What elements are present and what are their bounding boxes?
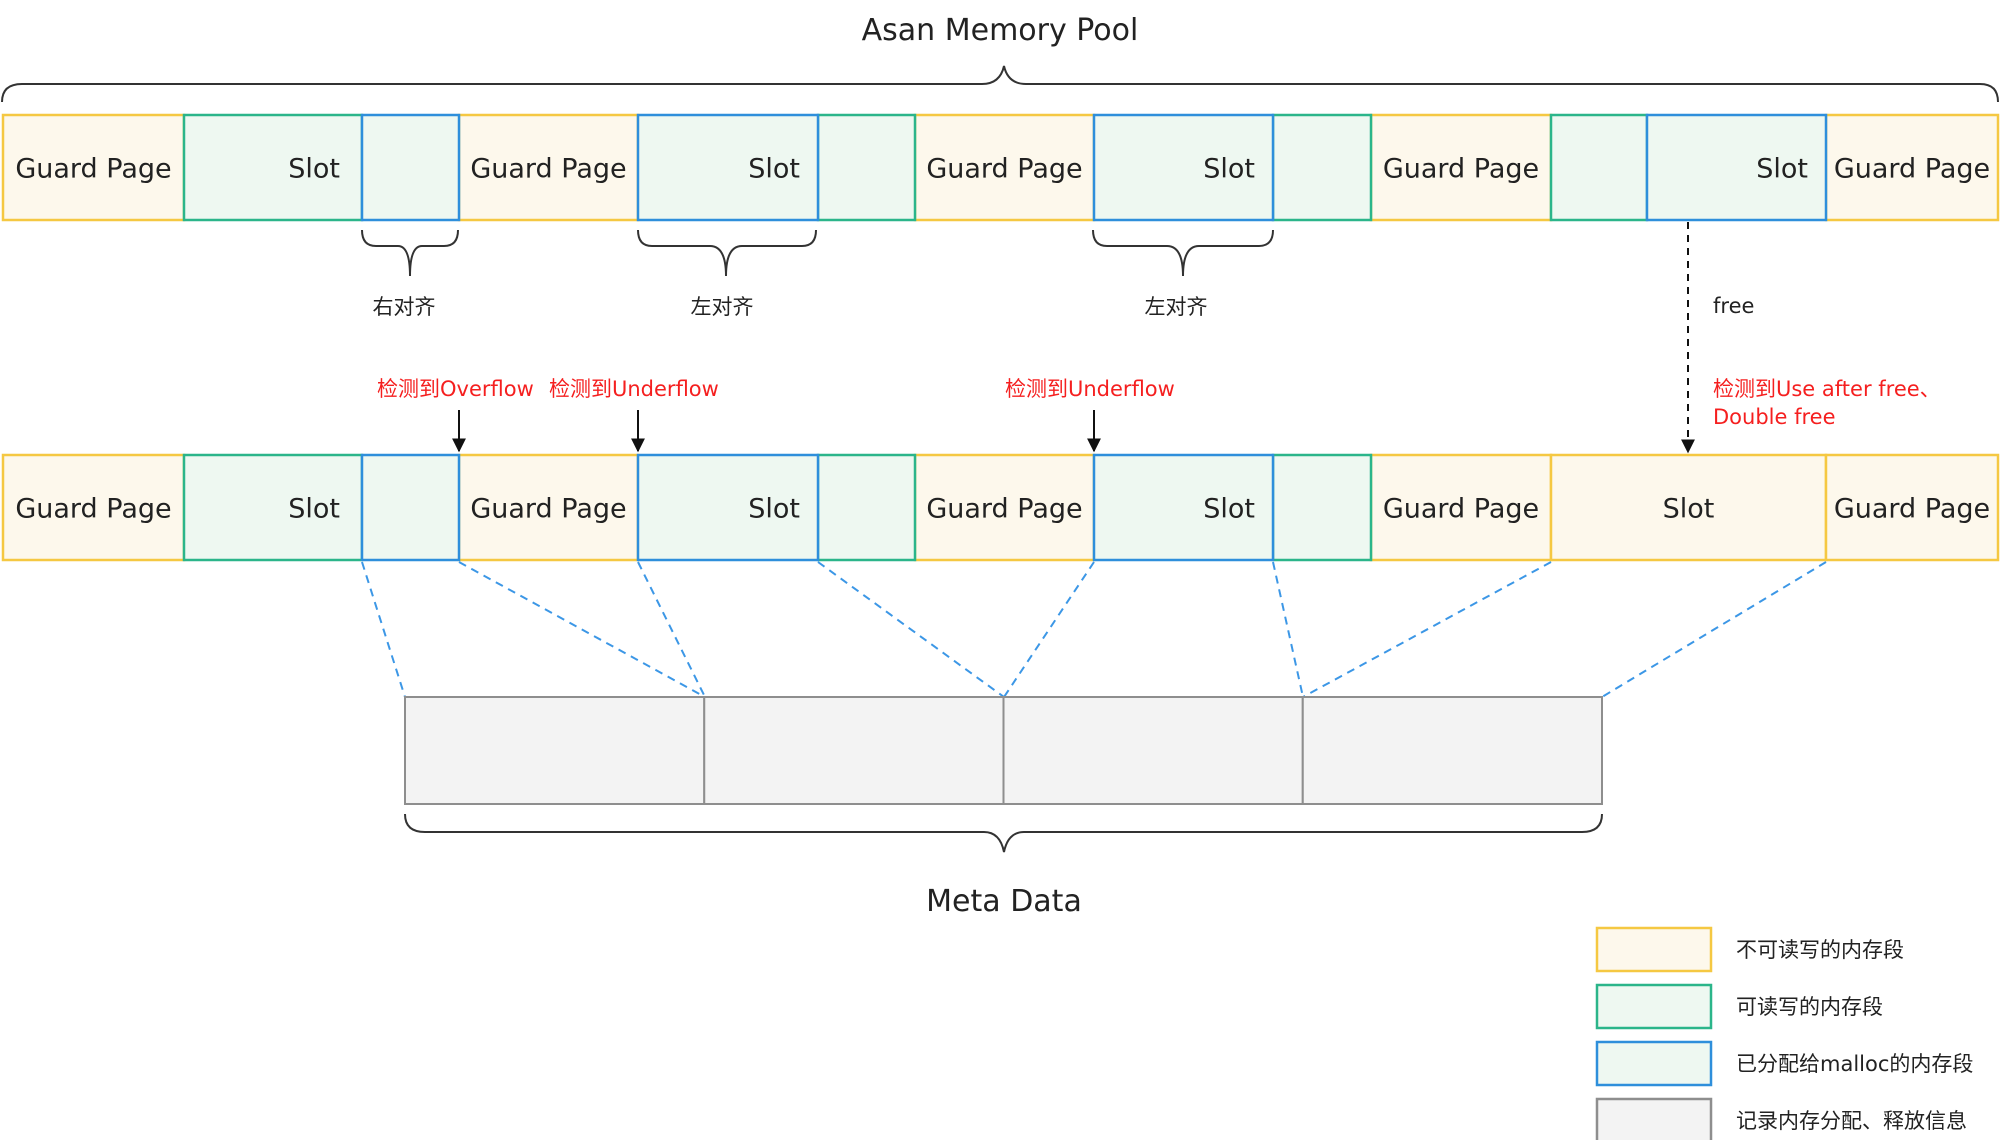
use-after-free-annotation: 检测到Use after free、 [1713, 377, 1941, 401]
top-row-segment-rw [816, 113, 917, 222]
overflow-annotation: 检测到Overflow [377, 377, 534, 401]
bottom-row-segment-guard [1, 453, 186, 562]
meta-data-cell [404, 696, 706, 805]
top-row-segment-rw [1271, 113, 1373, 222]
top-row-segment-label: Guard Page [1834, 154, 1990, 185]
bottom-row-segment-guard [1824, 453, 2000, 562]
top-row-segment-label: Slot [288, 154, 340, 185]
bottom-row-segment-guard [913, 453, 1096, 562]
top-row-segment-malloc [360, 113, 461, 222]
top-row-segment-label: Slot [748, 154, 800, 185]
align-label-left-1: 左对齐 [691, 295, 754, 319]
legend-swatch-guard [1595, 926, 1713, 973]
legend-swatch-rw [1595, 983, 1713, 1030]
underflow-annotation-2: 检测到Underflow [1005, 377, 1175, 401]
top-row-segment-label: Guard Page [15, 154, 171, 185]
top-row-segment-guard [457, 113, 640, 222]
left-align-brace-1 [637, 229, 817, 277]
legend-label: 不可读写的内存段 [1736, 938, 1904, 962]
left-align-brace-2 [1092, 229, 1274, 277]
bottom-row-segment-label: Guard Page [15, 494, 171, 525]
bottom-row-segment-label: Slot [1663, 494, 1715, 525]
free-label: free [1713, 294, 1754, 318]
top-row-segment-label: Guard Page [926, 154, 1082, 185]
bottom-row-segment-label: Slot [748, 494, 800, 525]
bottom-row-segment-malloc [1092, 453, 1275, 562]
meta-data-cell [1002, 696, 1304, 805]
bottom-row-segment-label: Slot [1203, 494, 1255, 525]
bottom-row-segment-rw [1271, 453, 1373, 562]
top-row-segment-malloc [636, 113, 820, 222]
meta-mapping-lines [361, 561, 1827, 698]
align-label-right: 右对齐 [373, 295, 436, 319]
bottom-row-segment-rw [182, 453, 364, 562]
top-row-segment-guard [913, 113, 1096, 222]
bottom-row-segment-label: Guard Page [470, 494, 626, 525]
top-row-segment-rw [182, 113, 364, 222]
pool-brace [1, 65, 1999, 103]
bottom-row-segment-malloc [360, 453, 461, 562]
top-row-segment-guard [1, 113, 186, 222]
diagram-title: Asan Memory Pool [862, 13, 1139, 48]
legend-label: 记录内存分配、释放信息 [1736, 1109, 1967, 1133]
right-align-brace [361, 229, 459, 277]
top-row-segment-label: Guard Page [470, 154, 626, 185]
legend-label: 可读写的内存段 [1736, 995, 1883, 1019]
top-row-segment-label: Guard Page [1383, 154, 1539, 185]
bottom-row-segment-label: Guard Page [1834, 494, 1990, 525]
bottom-row-segment-malloc [636, 453, 820, 562]
meta-data-cell [1301, 696, 1603, 805]
legend-label: 已分配给malloc的内存段 [1736, 1052, 1973, 1076]
bottom-row-segment-label: Slot [288, 494, 340, 525]
bottom-memory-row: Guard Page Slot Guard Page Slot Guard Page Sl… [1, 453, 2000, 562]
underflow-annotation-1: 检测到Underflow [549, 377, 719, 401]
bottom-row-segment-guard [1549, 453, 1828, 562]
double-free-annotation: Double free [1713, 405, 1836, 429]
meta-data-cell [703, 696, 1005, 805]
top-row-segment-malloc [1645, 113, 1828, 222]
top-row-segment-guard [1824, 113, 2000, 222]
bottom-row-segment-label: Guard Page [1383, 494, 1539, 525]
legend-swatch-malloc [1595, 1040, 1713, 1087]
bottom-row-segment-guard [1369, 453, 1553, 562]
meta-data-table [404, 696, 1603, 805]
top-row-segment-rw [1549, 113, 1649, 222]
bottom-row-segment-label: Guard Page [926, 494, 1082, 525]
meta-data-label: Meta Data [926, 884, 1082, 919]
legend-swatch-meta [1595, 1097, 1713, 1140]
meta-brace [404, 813, 1603, 853]
top-memory-row: Guard Page Slot Guard Page Slot Guard Page Sl… [1, 113, 2000, 222]
top-row-segment-malloc [1092, 113, 1275, 222]
top-row-segment-label: Slot [1756, 154, 1808, 185]
top-row-segment-label: Slot [1203, 154, 1255, 185]
align-label-left-2: 左对齐 [1145, 295, 1208, 319]
bottom-row-segment-rw [816, 453, 917, 562]
